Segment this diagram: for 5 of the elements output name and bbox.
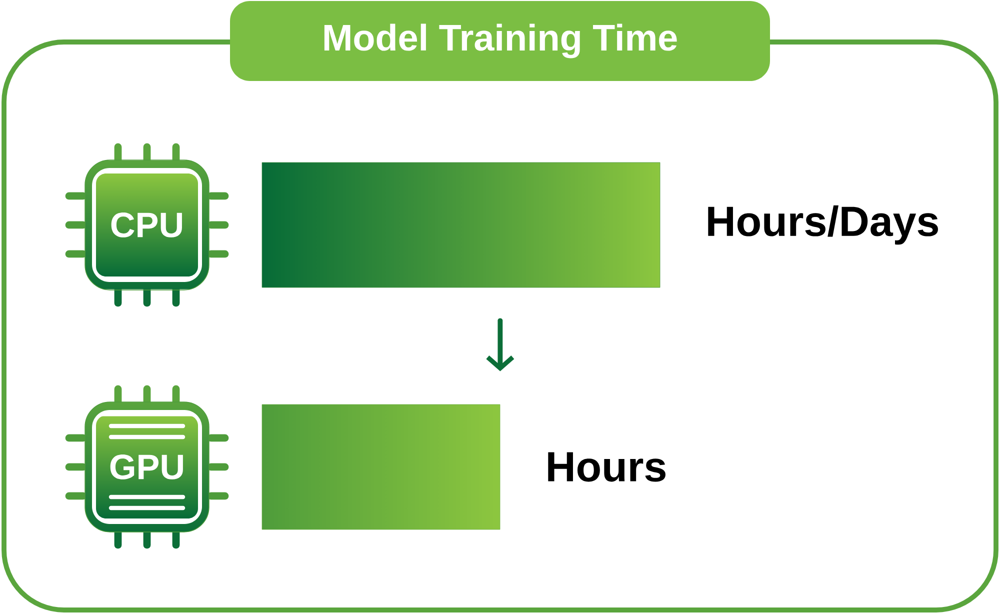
bar <box>262 162 660 288</box>
time-label: Hours/Days <box>708 205 938 245</box>
time-label: Hours <box>548 452 666 482</box>
bar <box>262 404 500 530</box>
title-badge: Model Training Time <box>230 0 770 81</box>
